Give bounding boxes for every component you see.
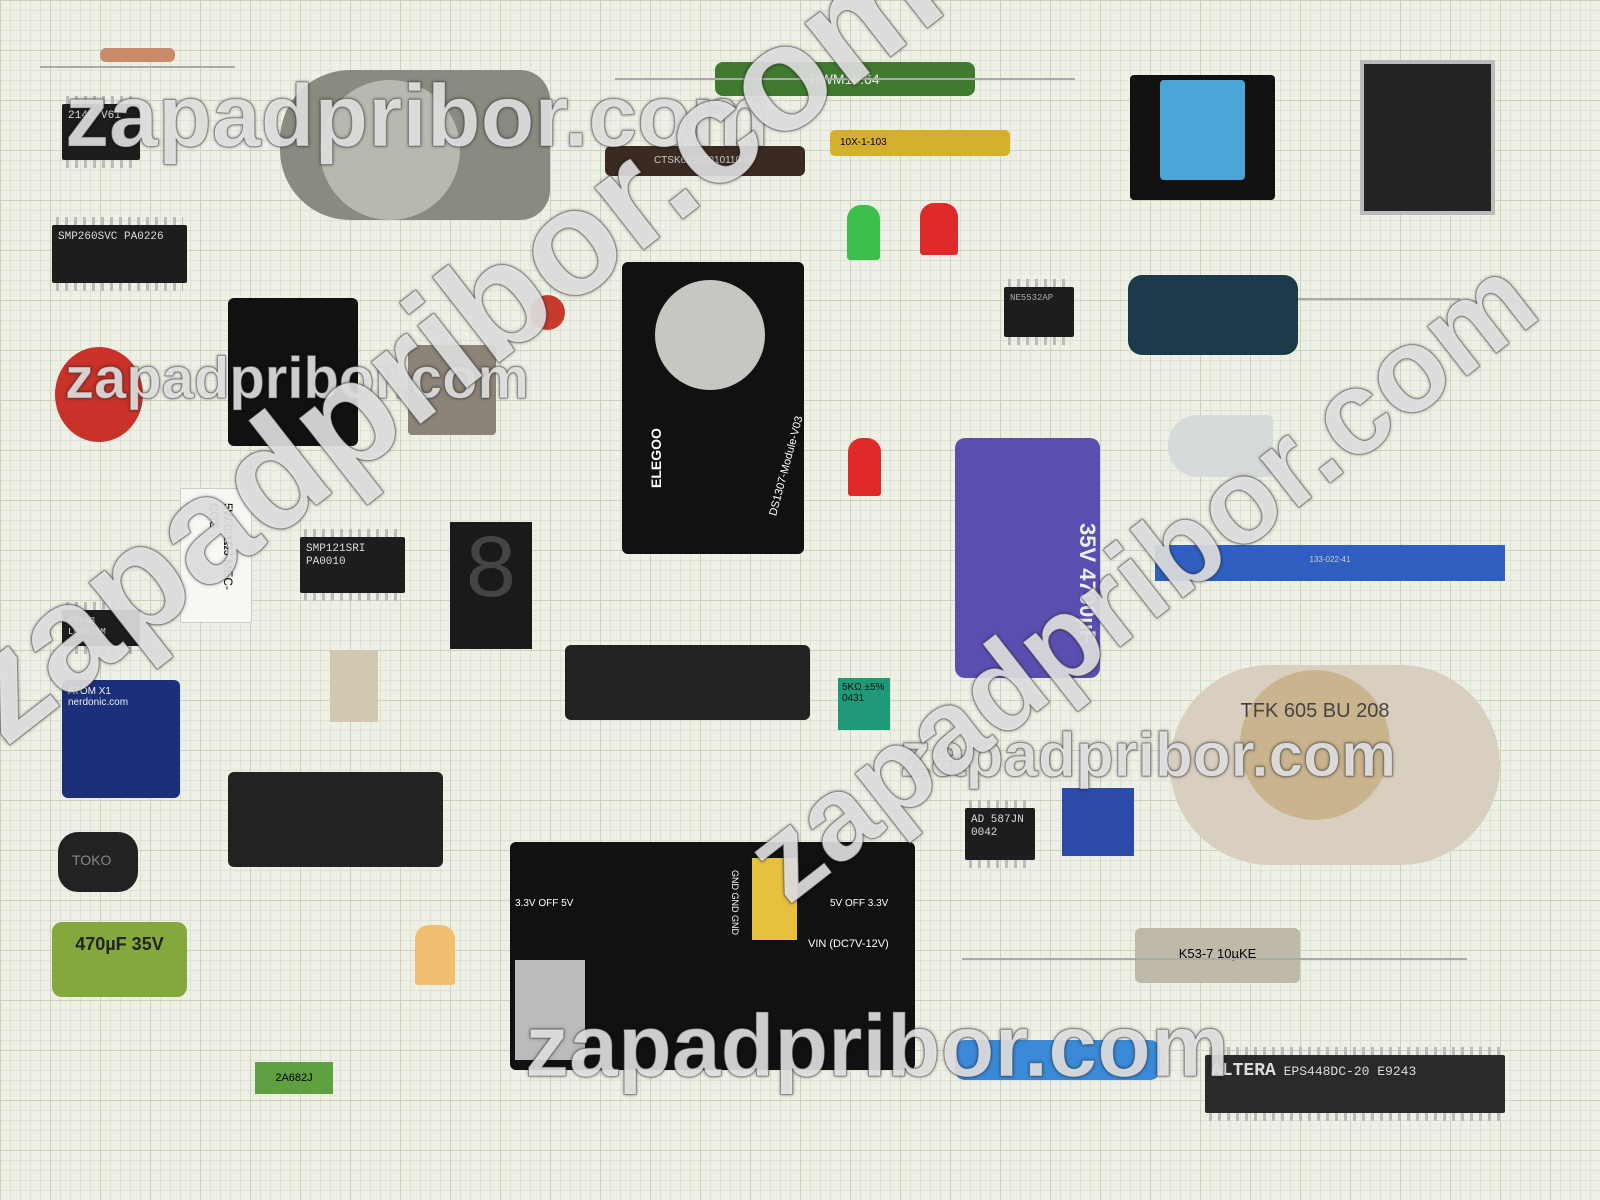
resistor-array: 10X-1-103: [830, 130, 1010, 156]
chip-smp260: SMP260SVC PA0226: [52, 217, 187, 291]
cap-lead: [962, 958, 1467, 960]
electrolytic-cap-green: 470µF 35V: [52, 922, 187, 997]
psu-left-label: 3.3V OFF 5V: [515, 898, 574, 909]
chip-top-left: 2146 V61: [62, 96, 140, 168]
watermark: zapadpribor.com: [524, 996, 1230, 1096]
resistor-lead: [40, 66, 235, 68]
usb-port: [515, 960, 585, 1060]
electrolytic-cap-purple: 35V 4700µF: [955, 438, 1100, 678]
metal-can-ic: [408, 345, 496, 435]
watermark: zapadpribor.com: [64, 346, 530, 412]
ad587-chip: AD 587JN 0042: [965, 800, 1035, 868]
oled-module: [1360, 60, 1495, 215]
gold-relay: [330, 650, 378, 722]
coin-cell: [655, 280, 765, 390]
ic-socket-long: [565, 645, 810, 720]
led-red: [920, 203, 958, 255]
varistor-red: [55, 347, 143, 442]
edge-connector: 133-022-41: [1155, 545, 1505, 581]
led-yellow: [415, 925, 455, 985]
atom-title: ATOM X1: [68, 686, 111, 697]
watermark: zapadpribor.com: [64, 66, 770, 166]
k53-capacitor: K53-7 10µKE: [1135, 928, 1300, 983]
altera-chip: ALTERA EPS448DC-20 E9243: [1205, 1047, 1505, 1121]
network-resistor: CTSK63577010110 3P: [605, 146, 805, 176]
trimmer-blue: [1062, 788, 1134, 856]
film-capacitor: 2A682J: [255, 1062, 333, 1094]
led-red-2: [848, 438, 881, 496]
socket-adapter: [228, 298, 358, 446]
opamp-chip: NE5532AP: [1004, 279, 1074, 345]
watermark: zapadpribor.com: [899, 721, 1397, 791]
chip-lm3621: P77AB LM3621M: [62, 602, 140, 654]
altera-logo: ALTERA: [1211, 1061, 1276, 1081]
psu-gnd-label: GND GND GND: [730, 870, 740, 935]
dht11-grille: [1160, 80, 1245, 180]
rtc-brand: ELEGOO: [647, 428, 664, 488]
resistor-5w: 5W 0.1ΩJ MEC-CGS: [180, 488, 252, 623]
pin-header-yellow: [752, 858, 797, 940]
dip-socket: [228, 772, 443, 867]
led-green: [847, 205, 880, 260]
axial-resistor: [100, 48, 175, 62]
trimmer-green: 5KΩ ±5% 0431: [838, 678, 890, 730]
inductor: TOKO: [58, 832, 138, 892]
psu-vin-label: VIN (DC7V-12V): [808, 938, 889, 950]
chip-smp121: SMP121SRI PA0010: [300, 529, 405, 601]
transistor-can: TFK 605 BU 208: [1240, 670, 1390, 820]
altera-part: EPS448DC-20 E9243: [1283, 1064, 1417, 1079]
thermostat-cap: [320, 80, 460, 220]
psu-right-label: 5V OFF 3.3V: [830, 898, 889, 909]
ceramic-cap-red: [530, 295, 565, 330]
electrolytic-cap-black: [1128, 275, 1298, 355]
seven-segment-display: 8: [450, 522, 532, 649]
resistor-lead: [615, 78, 1075, 80]
blue-resistor: [955, 1040, 1160, 1080]
ir-led: [1168, 415, 1273, 477]
cap-lead: [1298, 298, 1460, 300]
atom-site: nerdonic.com: [68, 697, 129, 708]
